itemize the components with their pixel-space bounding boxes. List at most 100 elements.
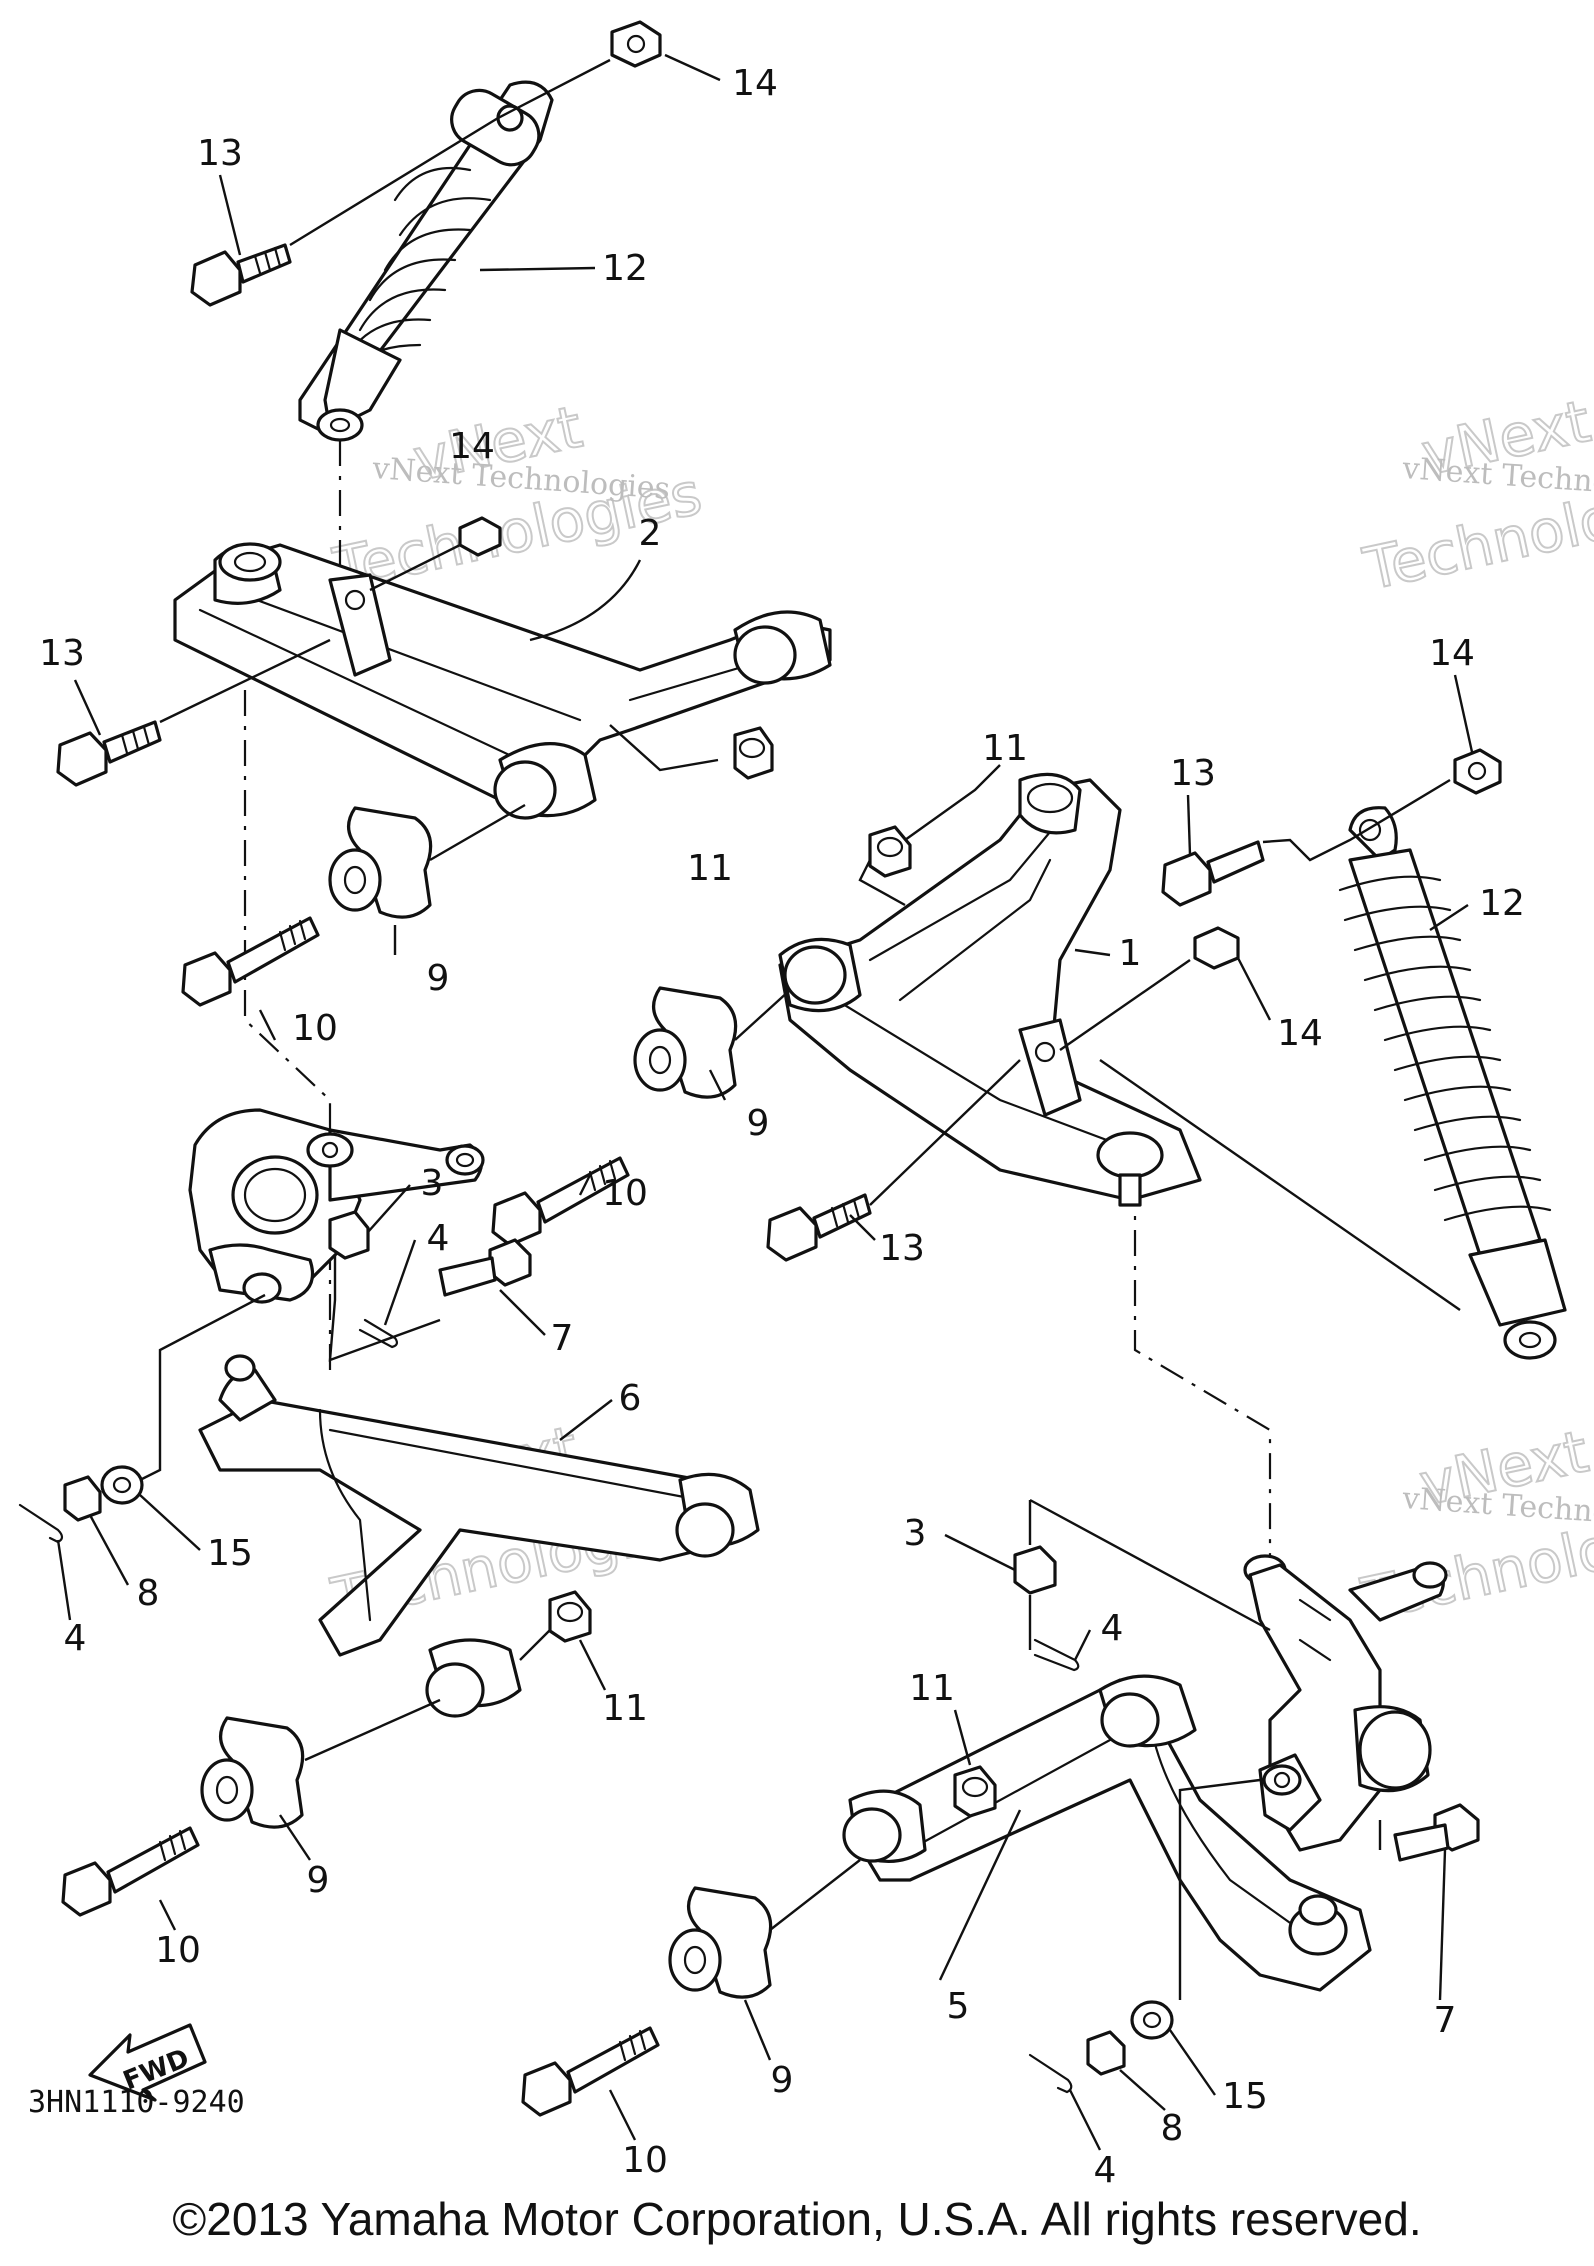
callout-13: 13: [879, 1228, 925, 1269]
callout-10: 10: [292, 1008, 338, 1049]
cotter-pin-4-d: [1028, 2053, 1073, 2094]
washer-15-b: [1130, 2000, 1174, 2040]
callout-14: 14: [449, 426, 495, 467]
callout-5: 5: [947, 1986, 970, 2027]
callout-10: 10: [155, 1930, 201, 1971]
callout-3: 3: [421, 1163, 444, 1204]
callout-9: 9: [771, 2060, 794, 2101]
callout-4: 4: [427, 1218, 450, 1259]
bushing-11-arm6: [548, 1590, 592, 1643]
callout-8: 8: [1161, 2108, 1184, 2149]
bushing-9-b: [633, 986, 738, 1099]
leader-line: [328, 1255, 441, 1362]
nut-14-right: [1453, 748, 1502, 795]
leader-line: [369, 543, 461, 592]
cotter-pin-4-c: [1033, 1638, 1080, 1672]
washer-15-a: [100, 1465, 144, 1505]
callout-4: 4: [1101, 1608, 1124, 1649]
leader-line: [858, 859, 906, 907]
leader-line: [769, 1859, 861, 1931]
leader-line: [1262, 778, 1451, 862]
callout-13: 13: [39, 633, 85, 674]
callout-11: 11: [909, 1668, 955, 1709]
callout-leaders: [56, 53, 1474, 2151]
callout-4: 4: [64, 1618, 87, 1659]
upper-arm-1: [778, 772, 1202, 1207]
leader-line: [1178, 1778, 1261, 2000]
bushing-11-arm1: [868, 825, 912, 878]
leader-line: [139, 1293, 266, 1482]
bolt-13-right: [1161, 840, 1265, 907]
callout-11: 11: [982, 728, 1028, 769]
steering-knuckle-right: [1243, 1554, 1448, 1852]
bolt-10-c: [61, 1826, 200, 1917]
bushing-9-c: [200, 1716, 305, 1829]
callout-13: 13: [1170, 753, 1216, 794]
bushing-9-a: [328, 806, 433, 919]
bushing-11-arm2: [733, 726, 774, 780]
leader-line: [519, 1629, 551, 1661]
leader-line: [429, 803, 526, 862]
leader-line: [1028, 1498, 1271, 1632]
lower-arm-5: [842, 1674, 1372, 1992]
nut-8-b: [1086, 2030, 1126, 2076]
callout-7: 7: [551, 1318, 574, 1359]
bolt-13-arm1: [766, 1193, 872, 1262]
callout-14: 14: [1429, 633, 1475, 674]
callout-3: 3: [904, 1513, 927, 1554]
callout-7: 7: [1434, 2000, 1457, 2041]
callout-11: 11: [687, 848, 733, 889]
cotter-pin-4-b: [18, 1503, 64, 1544]
steering-knuckle-left: [188, 1108, 485, 1304]
shock-absorber-upper-left: [298, 80, 554, 442]
leader-line: [869, 1059, 1021, 1206]
copyright-footer: ©2013 Yamaha Motor Corporation, U.S.A. A…: [172, 2193, 1422, 2245]
leader-line: [159, 638, 331, 724]
nut-3-right: [1013, 1545, 1057, 1595]
callout-14: 14: [1277, 1013, 1323, 1054]
callout-9: 9: [307, 1860, 330, 1901]
callout-11: 11: [602, 1688, 648, 1729]
cotter-pin-4-a: [358, 1318, 399, 1349]
leader-line: [953, 1709, 972, 1766]
bushing-11-arm5: [953, 1765, 997, 1818]
upper-arm-2: [173, 542, 832, 820]
shock-absorber-right: [1338, 806, 1567, 1360]
callout-9: 9: [427, 958, 450, 999]
leader-line: [1059, 959, 1191, 1051]
bolt-10-a: [181, 916, 320, 1007]
leader-line: [1099, 1059, 1461, 1311]
lower-arm-6: [198, 1354, 760, 1718]
callout-1: 1: [1119, 933, 1142, 974]
nut-14-top: [610, 20, 662, 68]
bolt-7-b: [1393, 1803, 1480, 1862]
callout-13: 13: [197, 133, 243, 174]
callout-14: 14: [732, 63, 778, 104]
leader-line: [609, 724, 719, 772]
callout-15: 15: [207, 1533, 253, 1574]
bolt-13-arm2: [56, 720, 162, 787]
callout-9: 9: [747, 1103, 770, 1144]
callout-4: 4: [1094, 2150, 1117, 2191]
callout-6: 6: [619, 1378, 642, 1419]
callout-12: 12: [602, 248, 648, 289]
callout-15: 15: [1222, 2076, 1268, 2117]
callout-labels: 14 13 12 14 2 13 11 9 10 11 13 14 12 1 1…: [39, 63, 1525, 2191]
bushing-9-d: [668, 1886, 773, 1999]
nut-3-left: [328, 1210, 370, 1260]
bolt-10-d: [521, 2026, 660, 2117]
callout-10: 10: [602, 1173, 648, 1214]
callout-8: 8: [137, 1573, 160, 1614]
part-code: 3HN1110-9240: [28, 2085, 245, 2120]
nut-8-a: [63, 1475, 102, 1522]
bolt-13-top: [190, 243, 292, 307]
leader-line: [734, 989, 791, 1041]
nut-14-arm2: [458, 516, 502, 557]
bolt-7-a: [438, 1238, 532, 1297]
callout-10: 10: [622, 2140, 668, 2181]
leader-line: [289, 58, 611, 247]
nut-14-arm1: [1193, 926, 1240, 970]
leader-line: [304, 1698, 441, 1762]
callout-12: 12: [1479, 883, 1525, 924]
